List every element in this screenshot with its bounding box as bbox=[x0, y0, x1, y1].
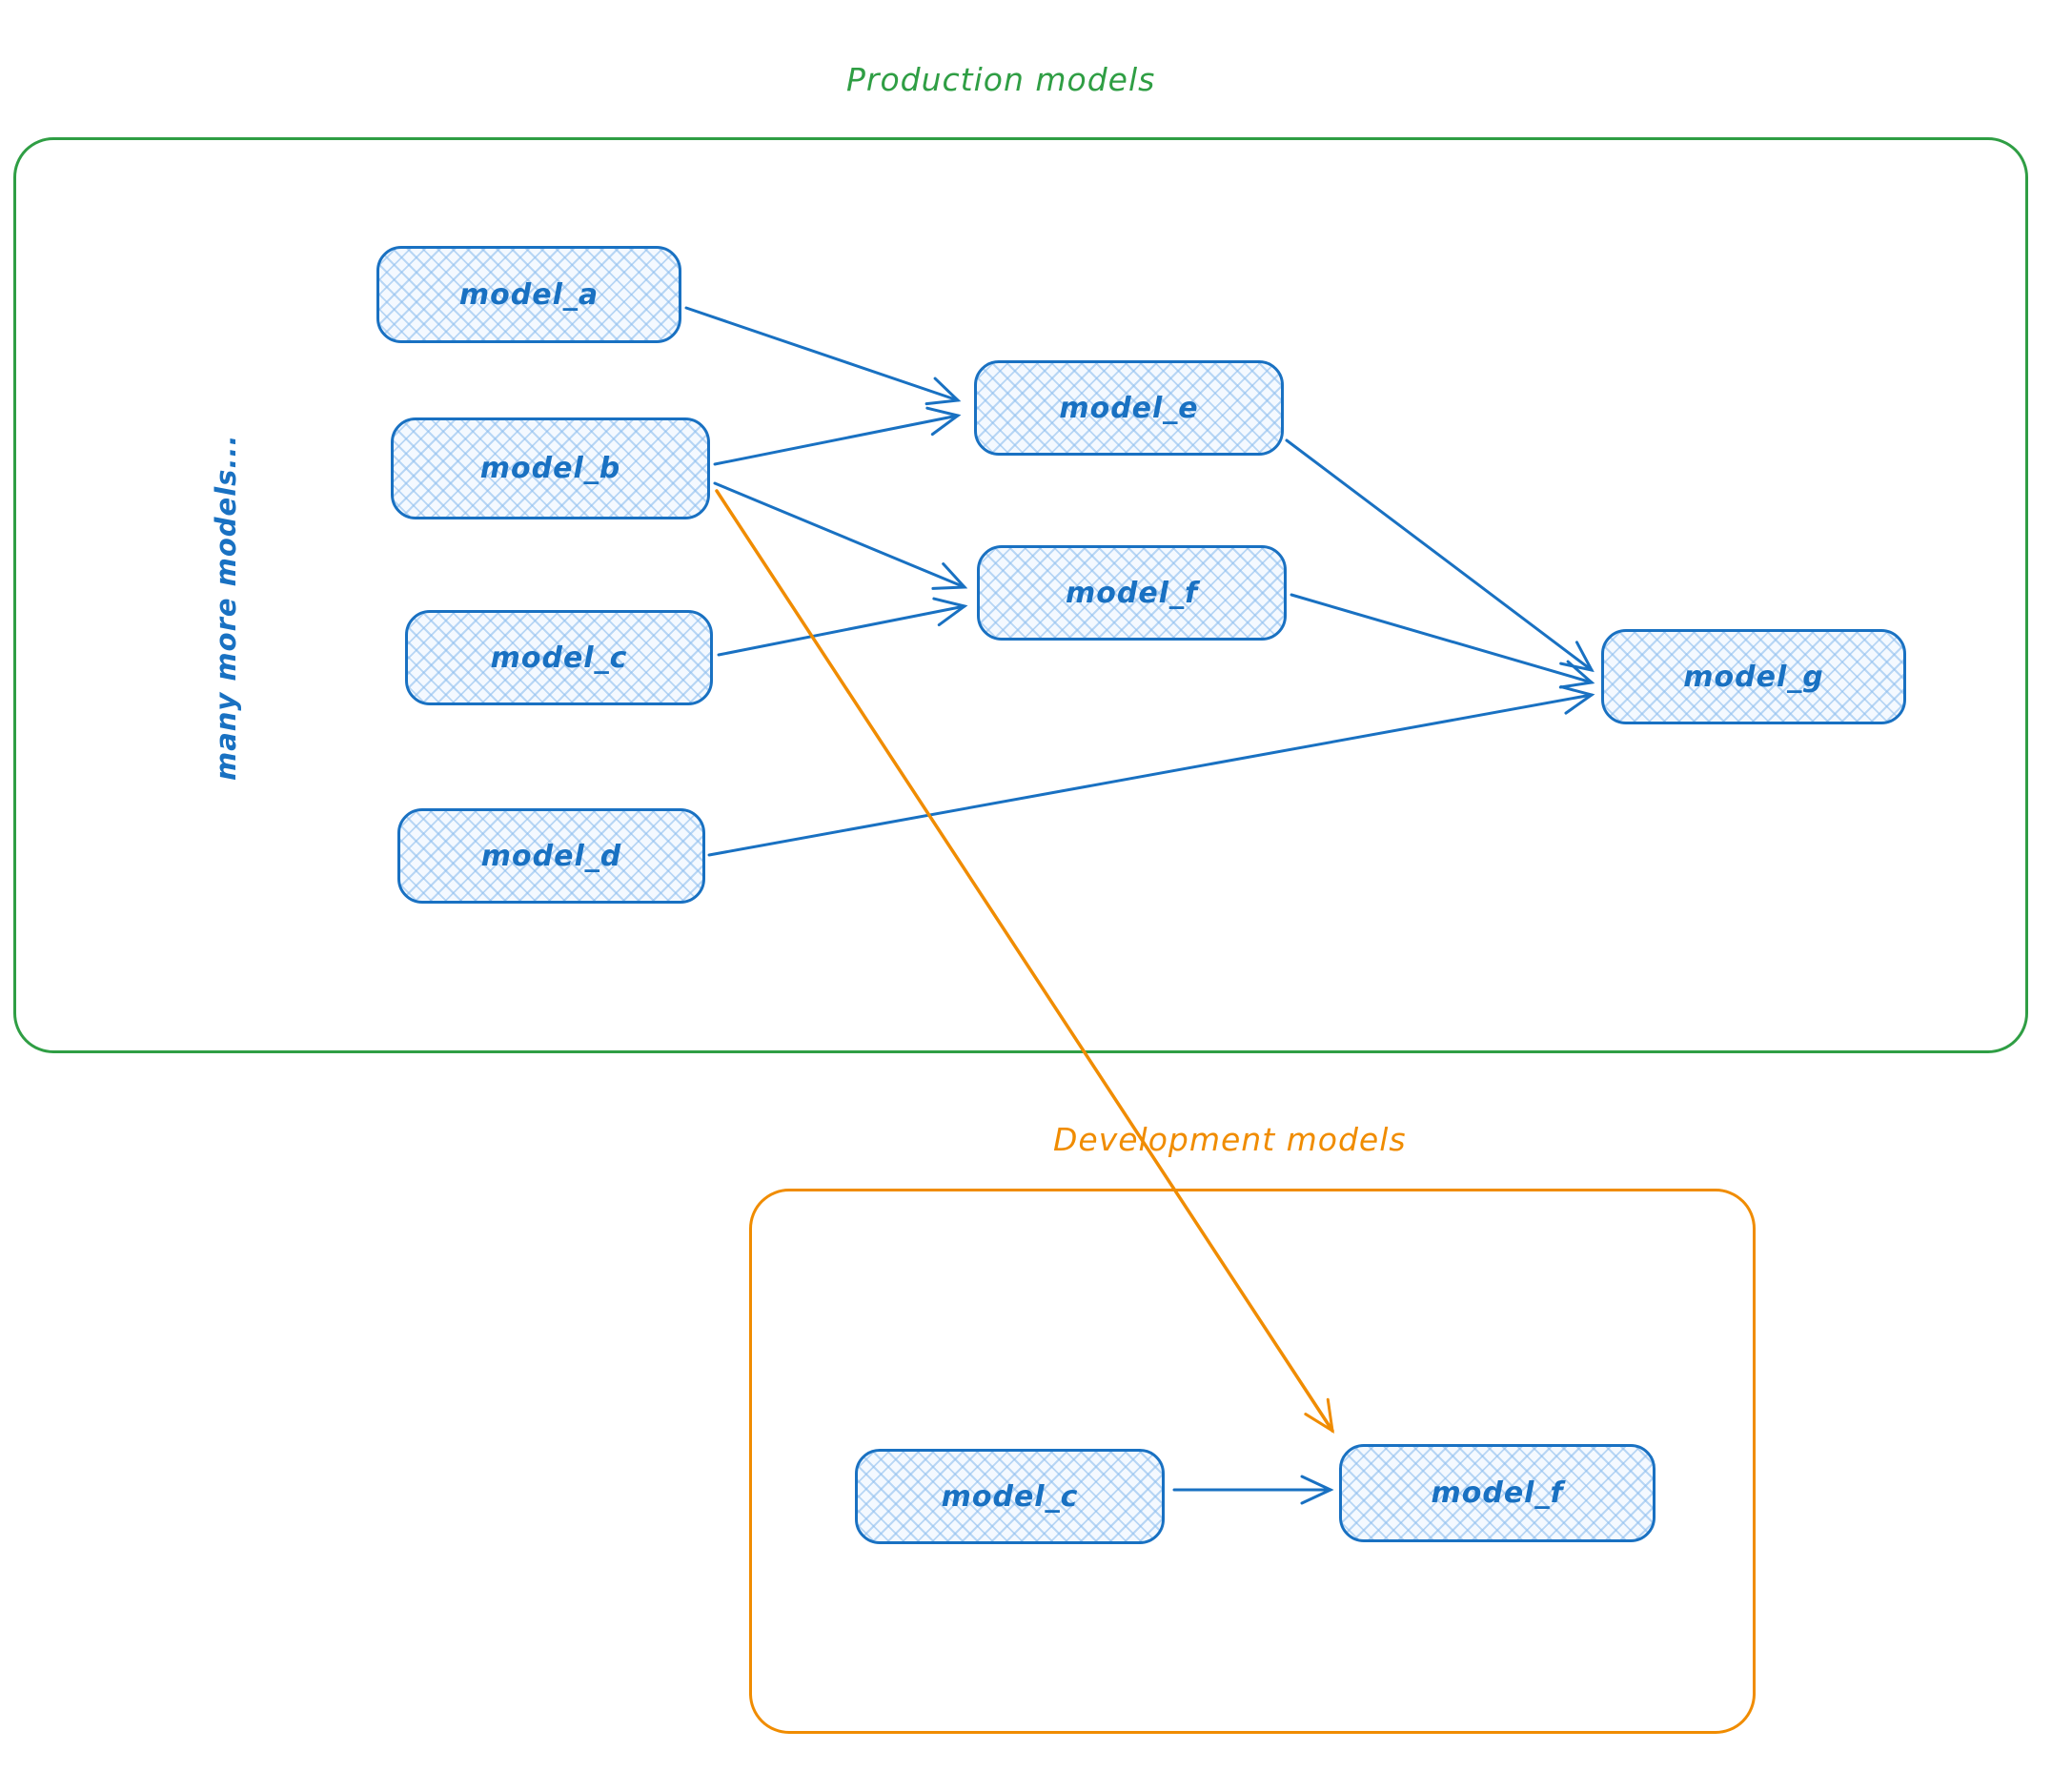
node-dev-model-c-label: model_c bbox=[941, 1479, 1079, 1514]
node-model-b-label: model_b bbox=[479, 452, 621, 485]
node-model-f-label: model_f bbox=[1065, 576, 1199, 610]
node-model-b: model_b bbox=[391, 417, 710, 519]
node-dev-model-c: model_c bbox=[855, 1449, 1165, 1544]
node-dev-model-f: model_f bbox=[1339, 1444, 1656, 1542]
production-title: Production models bbox=[846, 61, 1156, 98]
node-model-c: model_c bbox=[405, 610, 713, 705]
many-more-models-label: many more models... bbox=[210, 434, 242, 781]
node-model-d: model_d bbox=[397, 808, 705, 904]
node-model-g: model_g bbox=[1601, 629, 1906, 724]
node-model-f: model_f bbox=[977, 545, 1287, 641]
development-title: Development models bbox=[1053, 1121, 1407, 1158]
node-model-c-label: model_c bbox=[490, 641, 628, 675]
node-model-e: model_e bbox=[974, 360, 1284, 456]
node-model-g-label: model_g bbox=[1683, 660, 1824, 694]
node-model-e-label: model_e bbox=[1059, 391, 1199, 425]
node-model-a: model_a bbox=[376, 246, 681, 343]
node-dev-model-f-label: model_f bbox=[1431, 1476, 1564, 1510]
node-model-a-label: model_a bbox=[458, 277, 599, 312]
node-model-d-label: model_d bbox=[480, 839, 622, 873]
